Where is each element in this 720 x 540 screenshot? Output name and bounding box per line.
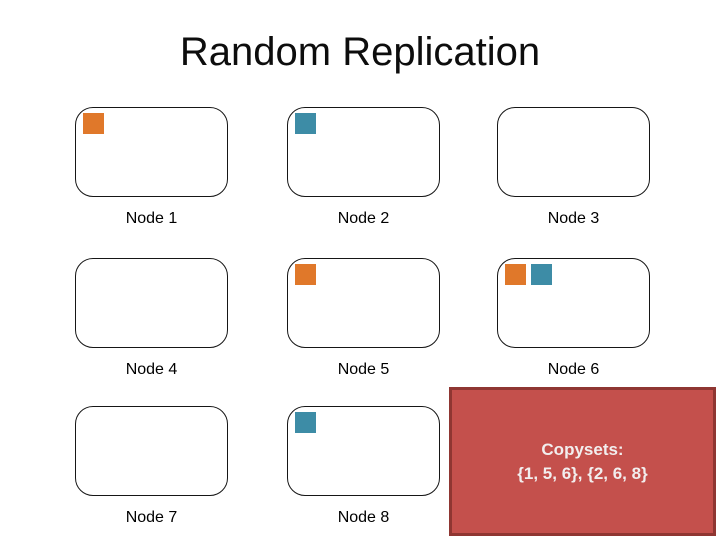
node-cell-7: Node 7	[75, 406, 228, 527]
replica-blocks	[295, 264, 316, 285]
slide-title: Random Replication	[179, 30, 541, 74]
node-cell-5: Node 5	[287, 258, 440, 379]
node-cell-6: Node 6	[497, 258, 650, 379]
teal-replica-square	[295, 113, 316, 134]
node-cell-4: Node 4	[75, 258, 228, 379]
node-box	[75, 406, 228, 496]
teal-replica-square	[295, 412, 316, 433]
node-cell-2: Node 2	[287, 107, 440, 228]
node-box	[287, 258, 440, 348]
node-label: Node 1	[125, 210, 178, 227]
orange-replica-square	[83, 113, 104, 134]
node-label: Node 6	[547, 361, 600, 378]
node-label: Node 5	[337, 361, 390, 378]
node-box	[75, 107, 228, 197]
orange-replica-square	[505, 264, 526, 285]
node-box	[75, 258, 228, 348]
node-label: Node 8	[337, 509, 390, 526]
node-label: Node 7	[125, 509, 178, 526]
replica-blocks	[505, 264, 552, 285]
node-box	[497, 107, 650, 197]
node-box	[497, 258, 650, 348]
replica-blocks	[295, 113, 316, 134]
copysets-heading: Copysets:	[541, 439, 624, 459]
replica-blocks	[295, 412, 316, 433]
node-cell-8: Node 8	[287, 406, 440, 527]
node-cell-3: Node 3	[497, 107, 650, 228]
node-label: Node 2	[337, 210, 390, 227]
node-cell-1: Node 1	[75, 107, 228, 228]
node-box	[287, 406, 440, 496]
replica-blocks	[83, 113, 104, 134]
copysets-box: Copysets: {1, 5, 6}, {2, 6, 8}	[449, 387, 716, 536]
copysets-sets: {1, 5, 6}, {2, 6, 8}	[517, 463, 648, 483]
node-label: Node 3	[547, 210, 600, 227]
node-box	[287, 107, 440, 197]
teal-replica-square	[531, 264, 552, 285]
orange-replica-square	[295, 264, 316, 285]
node-label: Node 4	[125, 361, 178, 378]
